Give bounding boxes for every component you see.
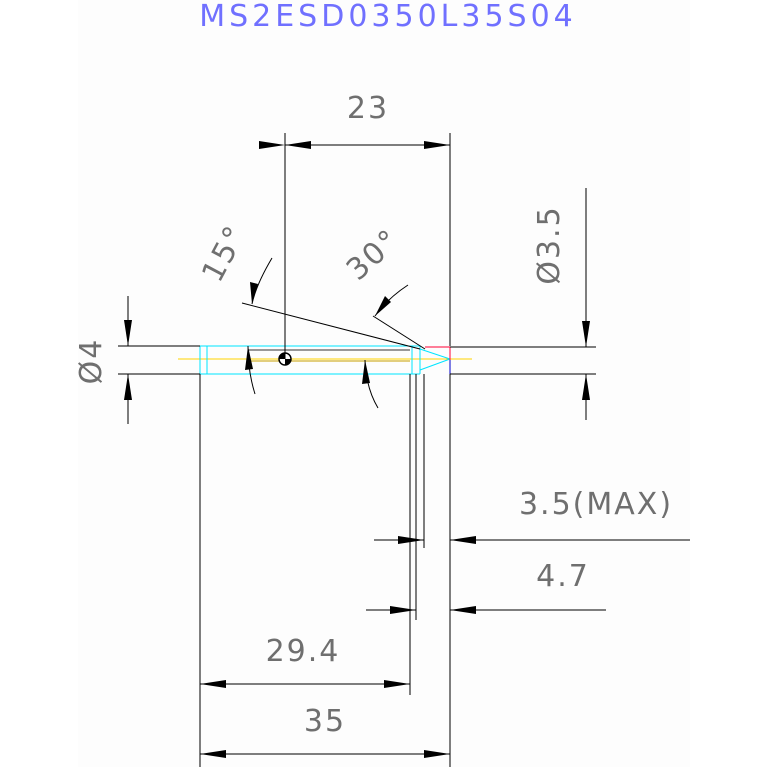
dimension-tip-diameter: Ø3.5 xyxy=(450,188,596,420)
tool-body xyxy=(178,345,472,376)
tip-length-label: 4.7 xyxy=(536,559,590,594)
tip-taper-top xyxy=(419,348,451,360)
angle-30: 30° xyxy=(340,222,426,409)
dimension-shank-diameter: Ø4 xyxy=(74,296,200,424)
shank-outline xyxy=(199,345,413,375)
dim-23-label: 23 xyxy=(347,91,389,126)
angle-15-label: 15° xyxy=(195,219,254,288)
dimension-tip-length-max: 3.5(MAX) xyxy=(374,487,690,544)
dimension-tip-length: 4.7 xyxy=(366,559,606,614)
part-number-title: MS2ESD0350L35S04 xyxy=(199,0,577,34)
tip-length-max-label: 3.5(MAX) xyxy=(519,487,673,522)
tip-diameter-label: Ø3.5 xyxy=(532,205,567,284)
paper-background xyxy=(78,0,690,767)
overall-length-label: 35 xyxy=(304,704,346,739)
dimension-flute-length: 29.4 xyxy=(200,634,410,688)
angle-30-label: 30° xyxy=(340,222,407,288)
tip-taper-bottom xyxy=(419,358,451,371)
dimension-23: 23 xyxy=(259,91,451,359)
shank-diameter-label: Ø4 xyxy=(74,338,109,385)
extension-lines xyxy=(199,374,451,767)
flute-length-label: 29.4 xyxy=(266,634,341,669)
dimension-overall-length: 35 xyxy=(200,704,450,758)
